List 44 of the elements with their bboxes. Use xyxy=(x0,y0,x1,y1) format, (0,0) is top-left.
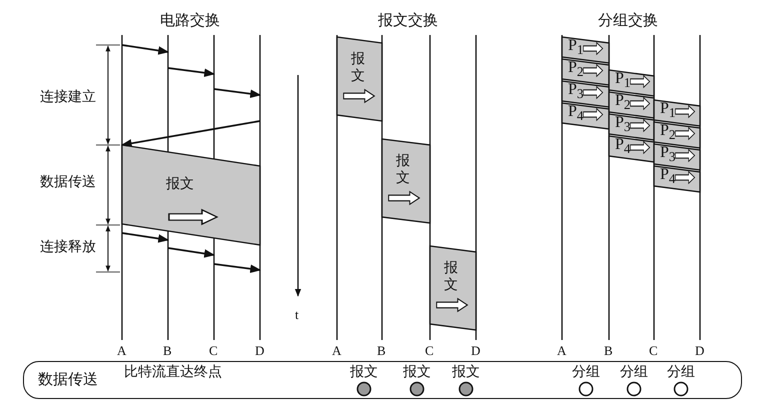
axis-label: t xyxy=(295,307,299,323)
packet-label: P$_{3}$ xyxy=(660,145,676,166)
lifeline-label: C xyxy=(209,343,218,359)
section-title: 报文交换 xyxy=(378,12,438,28)
node-caption: 分组 xyxy=(620,364,648,380)
packet-label: P$_{2}$ xyxy=(568,60,584,80)
packet-label: P$_{3}$ xyxy=(568,82,584,102)
lifeline-label: B xyxy=(604,343,613,359)
section-title: 分组交换 xyxy=(598,12,658,28)
packet-label: P$_{4}$ xyxy=(615,137,631,158)
lifeline-label: C xyxy=(649,343,658,359)
packet-label: P$_{4}$ xyxy=(660,167,676,188)
block-label: 报文 xyxy=(444,260,459,294)
lifeline-label: D xyxy=(255,343,264,359)
packet-label: P$_{2}$ xyxy=(660,123,676,144)
lifeline-label: A xyxy=(557,343,566,359)
packet-label: P$_{3}$ xyxy=(615,115,631,136)
node-caption: 分组 xyxy=(667,364,695,380)
row-heading: 数据传送 xyxy=(38,371,98,387)
lifeline-label: A xyxy=(332,343,342,359)
lifeline-label: A xyxy=(117,343,126,359)
block-label: 报文 xyxy=(166,176,194,192)
node-caption: 报文 xyxy=(452,364,480,380)
description-text: 比特流直达终点 xyxy=(124,364,222,380)
lifeline-label: C xyxy=(425,343,434,359)
lifeline-label: D xyxy=(471,343,480,359)
node-caption: 报文 xyxy=(403,364,431,380)
packet-label: P$_{1}$ xyxy=(615,71,631,92)
lifeline-label: B xyxy=(163,343,172,359)
phase-label: 连接释放 xyxy=(40,239,96,255)
phase-label: 连接建立 xyxy=(40,89,96,105)
legend-panel xyxy=(23,361,742,399)
node-caption: 分组 xyxy=(572,364,600,380)
packet-label: P$_{4}$ xyxy=(568,104,584,124)
node-caption: 报文 xyxy=(350,364,378,380)
lifeline-label: D xyxy=(695,343,704,359)
phase-label: 数据传送 xyxy=(40,174,96,190)
packet-label: P$_{1}$ xyxy=(568,38,584,58)
block-label: 报文 xyxy=(396,153,411,187)
lifeline-label: B xyxy=(377,343,386,359)
block-label: 报文 xyxy=(351,51,366,85)
packet-label: P$_{2}$ xyxy=(615,93,631,114)
section-title: 电路交换 xyxy=(160,12,220,28)
packet-label: P$_{1}$ xyxy=(660,101,676,122)
